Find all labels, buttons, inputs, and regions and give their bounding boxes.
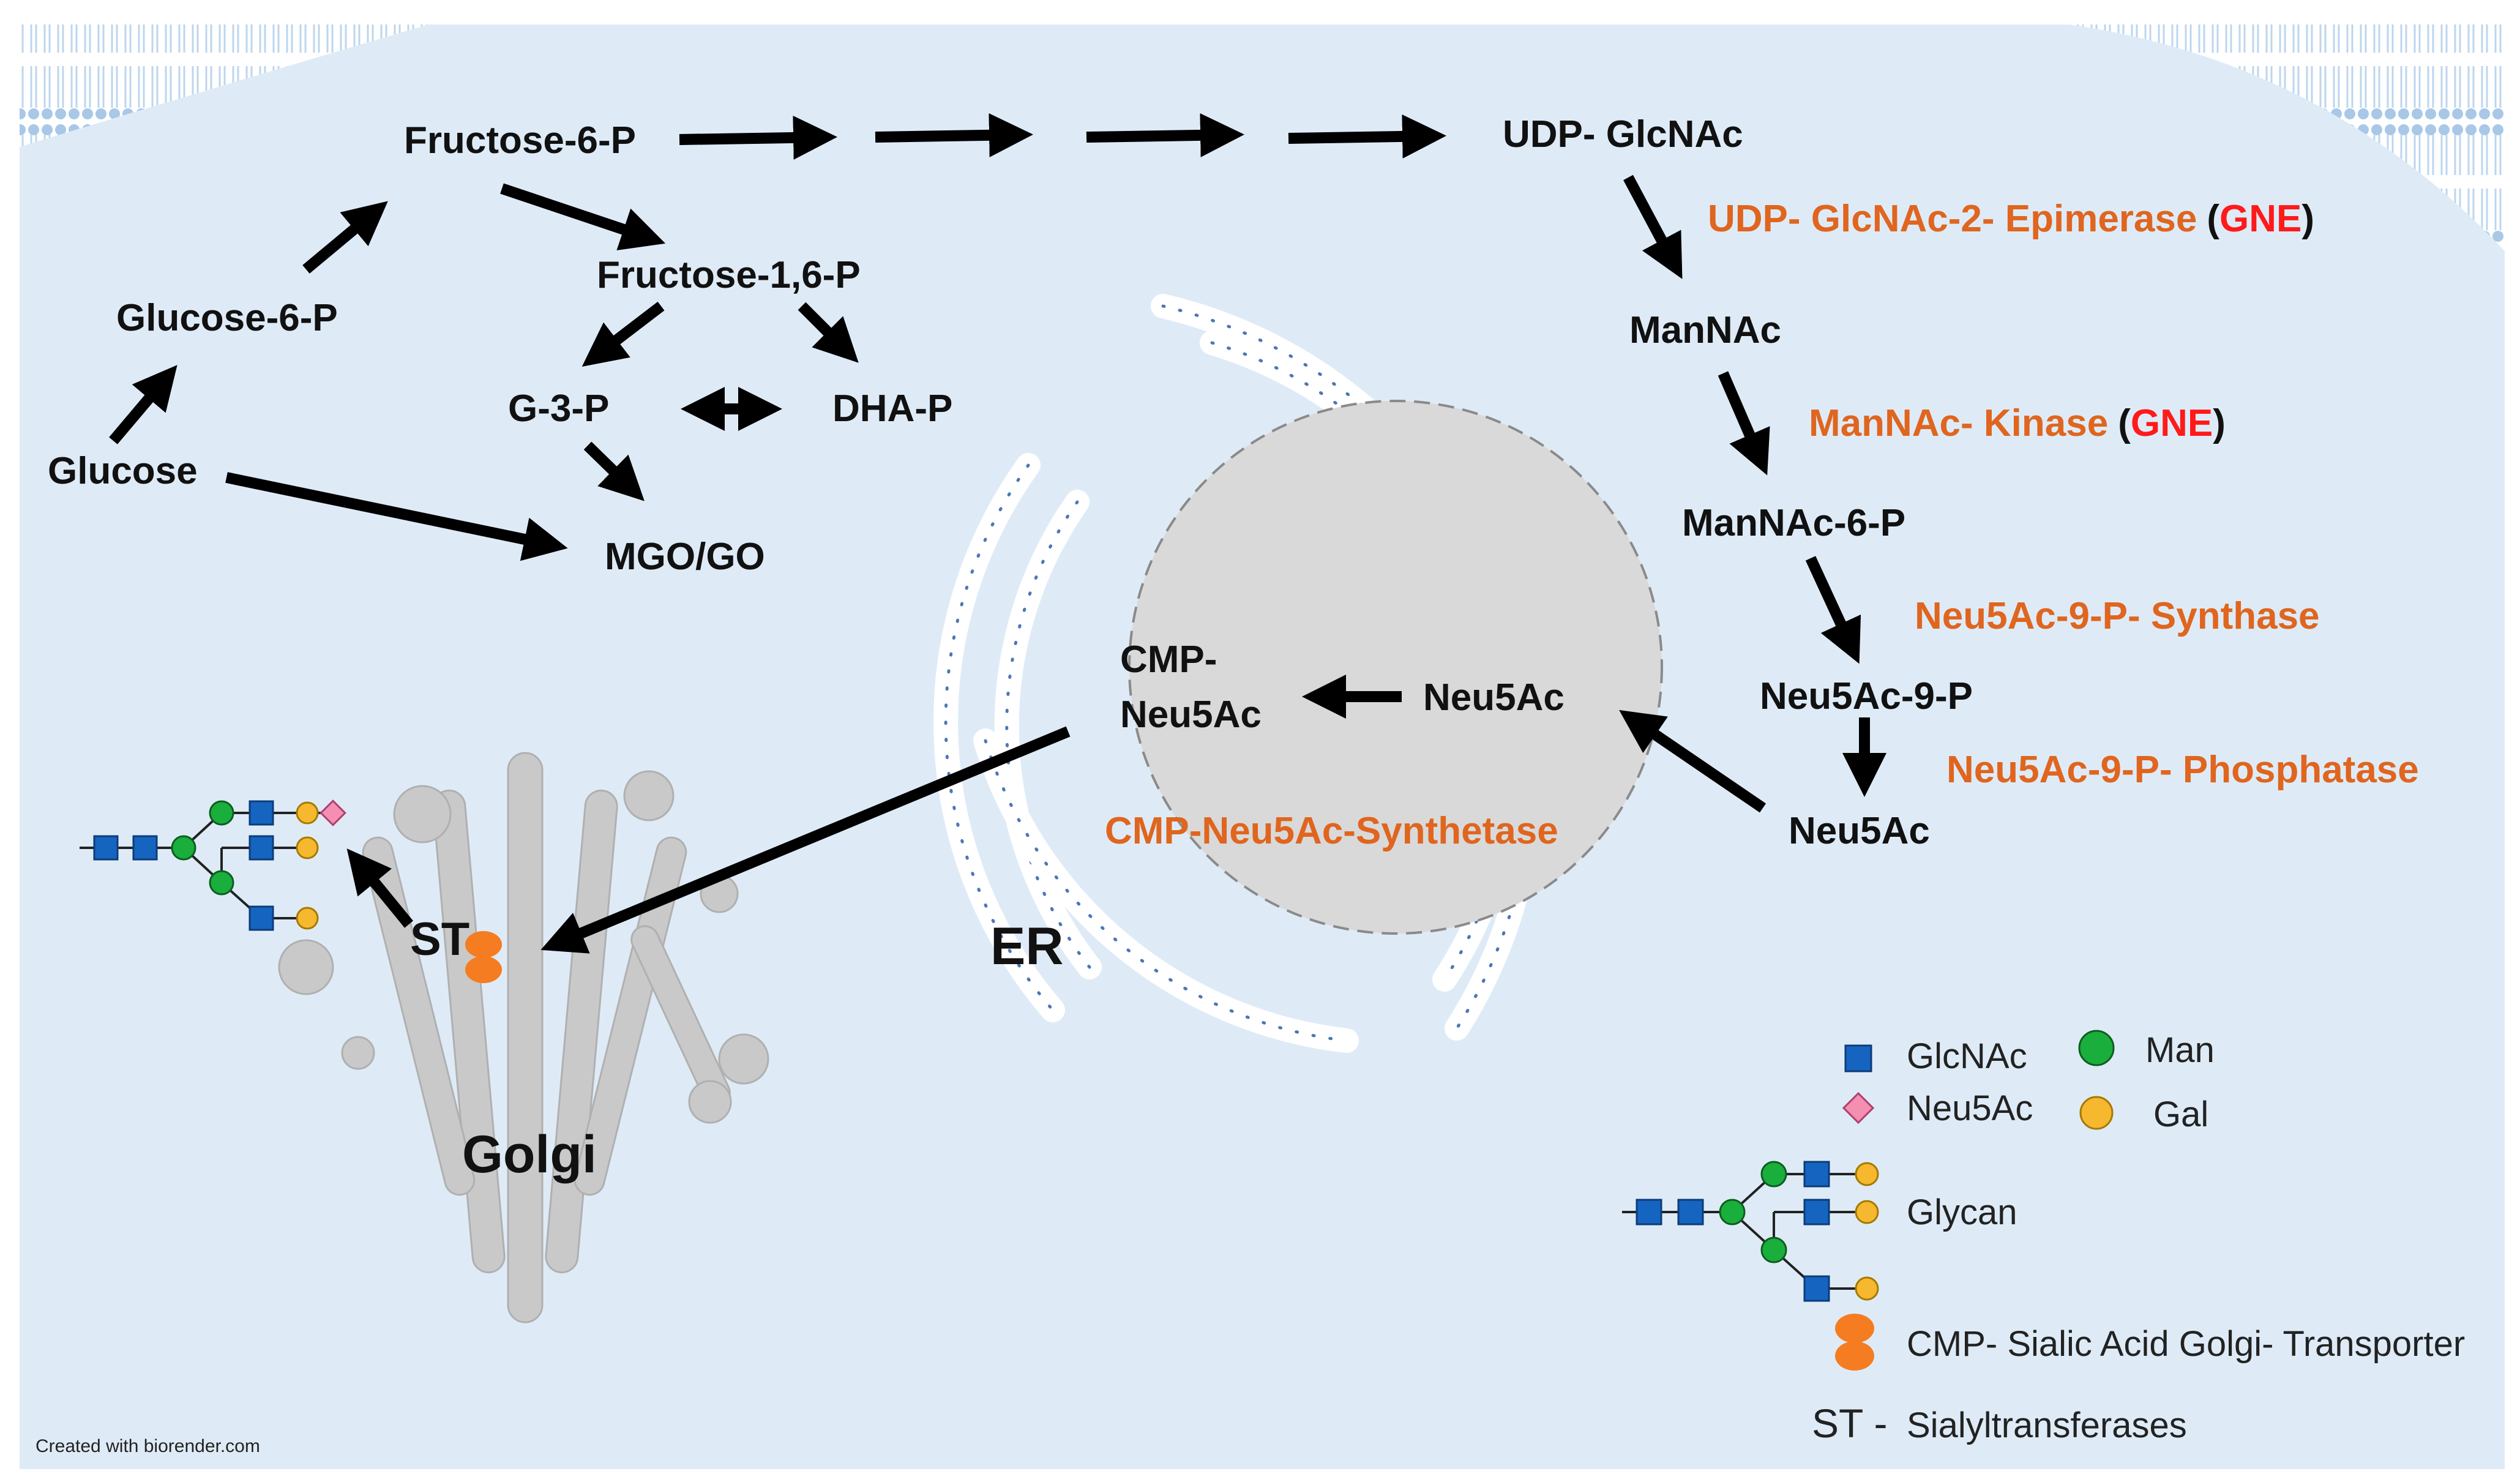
nucleus bbox=[1128, 400, 1663, 935]
arrow-g3p-to-mgo bbox=[583, 441, 645, 501]
arrow-f6p-step3 bbox=[1086, 113, 1244, 157]
enzyme-kinase: ManNAc- Kinase bbox=[1809, 402, 2108, 444]
legend-gal: Gal bbox=[2153, 1095, 2208, 1134]
man-circle-icon bbox=[2078, 1030, 2115, 1066]
label-er: ER bbox=[990, 917, 1063, 976]
arrow-cmp-to-golgi bbox=[540, 726, 1071, 954]
legend-st-full: Sialyltransferases bbox=[1907, 1405, 2187, 1445]
label-st: ST bbox=[410, 913, 469, 965]
glycan-legend-icon bbox=[1622, 1161, 1879, 1302]
glcnac-square-icon bbox=[1844, 1044, 1872, 1072]
legend-neu5ac: Neu5Ac bbox=[1907, 1088, 2033, 1128]
arrow-f16p-to-dhap bbox=[798, 302, 859, 363]
membrane-left bbox=[20, 24, 428, 147]
gne-label-1: GNE bbox=[2219, 198, 2301, 240]
legend-transporter: CMP- Sialic Acid Golgi- Transporter bbox=[1907, 1324, 2465, 1364]
arrow-st-to-glycan bbox=[346, 848, 413, 928]
label-cmp-line2: Neu5Ac bbox=[1120, 694, 1262, 736]
arrow-f16p-to-g3p bbox=[581, 301, 665, 367]
arrow-glucose-to-mgo bbox=[225, 472, 568, 561]
enzyme-synthetase: CMP-Neu5Ac-Synthetase bbox=[1105, 810, 1558, 852]
label-cmp-line1: CMP- bbox=[1120, 638, 1217, 681]
label-dha-p: DHA-P bbox=[832, 387, 952, 430]
label-udp-glcnac: UDP- GlcNAc bbox=[1503, 113, 1743, 155]
legend-glycan: Glycan bbox=[1907, 1192, 2017, 1232]
arrow-f6p-step2 bbox=[875, 113, 1033, 157]
arrow-g6p-to-f6p bbox=[302, 201, 388, 274]
enzyme-kinase-line: ManNAc- Kinase(GNE) bbox=[1809, 402, 2226, 444]
legend-glcnac: GlcNAc bbox=[1907, 1036, 2027, 1076]
enzyme-phosphatase: Neu5Ac-9-P- Phosphatase bbox=[1946, 749, 2419, 791]
legend-st-abbr: ST - bbox=[1812, 1401, 1887, 1446]
label-fructose-1-6-p: Fructose-1,6-P bbox=[597, 254, 861, 296]
arrow-glucose-to-g6p bbox=[109, 365, 178, 444]
arrow-mannac-to-mannac6p bbox=[1718, 371, 1770, 476]
label-neu5ac-nucleus: Neu5Ac bbox=[1423, 676, 1565, 719]
golgi-apparatus bbox=[278, 752, 769, 1323]
arrow-neu5ac-into-nucleus bbox=[1619, 709, 1767, 813]
cmp-sialic-acid-transporter bbox=[465, 931, 502, 983]
label-glucose-6-p: Glucose-6-P bbox=[116, 297, 338, 339]
label-mannac-6-p: ManNAc-6-P bbox=[1682, 502, 1905, 544]
pathway-arrows bbox=[109, 113, 1886, 954]
sialylated-glycan bbox=[80, 799, 346, 931]
gal-circle-icon bbox=[2079, 1096, 2114, 1130]
legend-man: Man bbox=[2145, 1030, 2215, 1070]
arrow-udpglcnac-to-mannac bbox=[1623, 174, 1683, 279]
paren-open-1: ( bbox=[2207, 198, 2219, 240]
label-mgo-go: MGO/GO bbox=[605, 536, 765, 578]
enzyme-synthase: Neu5Ac-9-P- Synthase bbox=[1915, 595, 2320, 637]
label-golgi: Golgi bbox=[462, 1125, 597, 1184]
arrow-f6p-step4 bbox=[1288, 114, 1446, 159]
paren-close-1: ) bbox=[2301, 198, 2314, 240]
label-g-3-p: G-3-P bbox=[508, 387, 609, 430]
arrow-f6p-to-f16p bbox=[500, 183, 666, 250]
label-neu5ac-right: Neu5Ac bbox=[1789, 810, 1930, 852]
label-mannac: ManNAc bbox=[1629, 309, 1781, 351]
paren-open-2: ( bbox=[2118, 402, 2131, 444]
label-neu5ac-9-p: Neu5Ac-9-P bbox=[1760, 675, 1973, 717]
transporter-legend-icon bbox=[1835, 1314, 1874, 1371]
enzyme-epimerase-line: UDP- GlcNAc-2- Epimerase(GNE) bbox=[1708, 198, 2314, 240]
credit-text: Created with biorender.com bbox=[36, 1436, 260, 1456]
paren-close-2: ) bbox=[2213, 402, 2226, 444]
neu5ac-diamond-icon bbox=[1842, 1091, 1875, 1125]
arrow-f6p-step1 bbox=[679, 115, 837, 160]
label-fructose-6-p: Fructose-6-P bbox=[404, 119, 636, 162]
membrane-right bbox=[2069, 24, 2505, 251]
arrow-to-neu5ac9p bbox=[1805, 556, 1861, 664]
enzyme-epimerase: UDP- GlcNAc-2- Epimerase bbox=[1708, 198, 2197, 240]
label-glucose: Glucose bbox=[48, 450, 198, 492]
gne-label-2: GNE bbox=[2131, 402, 2213, 444]
legend: GlcNAc Man Neu5Ac Gal bbox=[1622, 1030, 2465, 1446]
